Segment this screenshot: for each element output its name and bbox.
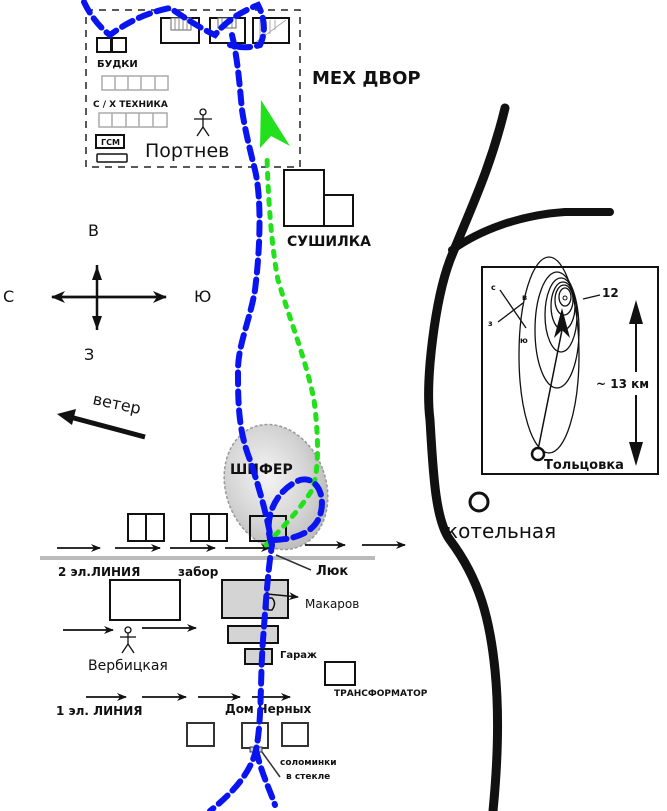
- compass-label-yu: Ю: [194, 287, 211, 306]
- power-line-2: [57, 541, 406, 552]
- gsm-label: ГСМ: [101, 138, 120, 147]
- sh-tekhnika-label: С / Х ТЕХНИКА: [93, 100, 168, 110]
- river: [424, 103, 614, 811]
- shifer-label: ШИФЕР: [230, 462, 293, 478]
- compass-label-v: В: [88, 221, 99, 240]
- kotelnaya-label: котельная: [446, 519, 556, 543]
- makarov-buildings: [221, 579, 289, 665]
- inset-compass-v: в: [522, 293, 527, 302]
- lyuk-pointer: [275, 554, 312, 571]
- solominki-label-1: соломинки: [280, 758, 337, 768]
- wind-arrow-icon: [57, 409, 146, 440]
- inset-contour-label: 12: [602, 286, 619, 300]
- compass-label-z: З: [84, 345, 94, 364]
- transformator-label: ТРАНСФОРМАТОР: [334, 689, 428, 699]
- budki: [96, 37, 127, 53]
- houses-line-2: [127, 513, 287, 542]
- makarov-label: Макаров: [305, 597, 359, 611]
- portnev-label: Портнев: [145, 140, 229, 162]
- blue-path: [81, 0, 325, 811]
- verbitskaya-label: Вербицкая: [88, 658, 168, 674]
- tekhnika-rows: [98, 75, 169, 128]
- wind-label: ветер: [91, 389, 142, 418]
- garazh-label: Гараж: [280, 650, 317, 661]
- compass-label-s: С: [3, 287, 14, 306]
- sushilka-building: [283, 169, 354, 227]
- green-arrowhead-icon: [260, 100, 290, 148]
- portnev-figure-icon: [194, 108, 212, 137]
- lyuk-label: Люк: [316, 564, 348, 579]
- line2-label: 2 эл.ЛИНИЯ: [58, 565, 140, 579]
- makarov-pointer: [266, 592, 299, 601]
- verbitskaya-figure-icon: [120, 626, 136, 654]
- solominki-label-2: в стекле: [286, 772, 330, 782]
- dom-chernykh-label: Дом Черных: [225, 702, 311, 716]
- inset-compass-z: з: [488, 319, 493, 328]
- line1-label: 1 эл. ЛИНИЯ: [56, 704, 143, 718]
- gsm-box: [95, 134, 125, 149]
- compass-icon: [51, 265, 167, 330]
- inset-compass-s: с: [491, 283, 496, 292]
- green-path: [260, 100, 320, 548]
- sushilka-label: СУШИЛКА: [287, 234, 371, 250]
- mekh-dvor-boundary: [85, 9, 301, 168]
- solominki-pointer: [261, 751, 281, 778]
- makarov-marker-icon: [267, 597, 276, 611]
- power-line-mid: [63, 624, 197, 634]
- kotelnaya-marker-icon: [468, 491, 490, 513]
- mekh-dvor-label: МЕХ ДВОР: [312, 68, 421, 89]
- zabor-label: забор: [178, 565, 219, 579]
- gsm-tank: [96, 153, 128, 163]
- inset-town-label: Тольцовка: [544, 458, 624, 473]
- chernykh-houses: [186, 722, 309, 749]
- budki-label: БУДКИ: [97, 59, 138, 70]
- transformator-box: [324, 661, 356, 686]
- inset-distance-label: ~ 13 км: [596, 377, 649, 391]
- inset-map: [481, 256, 659, 475]
- verbitskaya-building: [109, 579, 181, 621]
- inset-compass-yu: ю: [520, 336, 528, 345]
